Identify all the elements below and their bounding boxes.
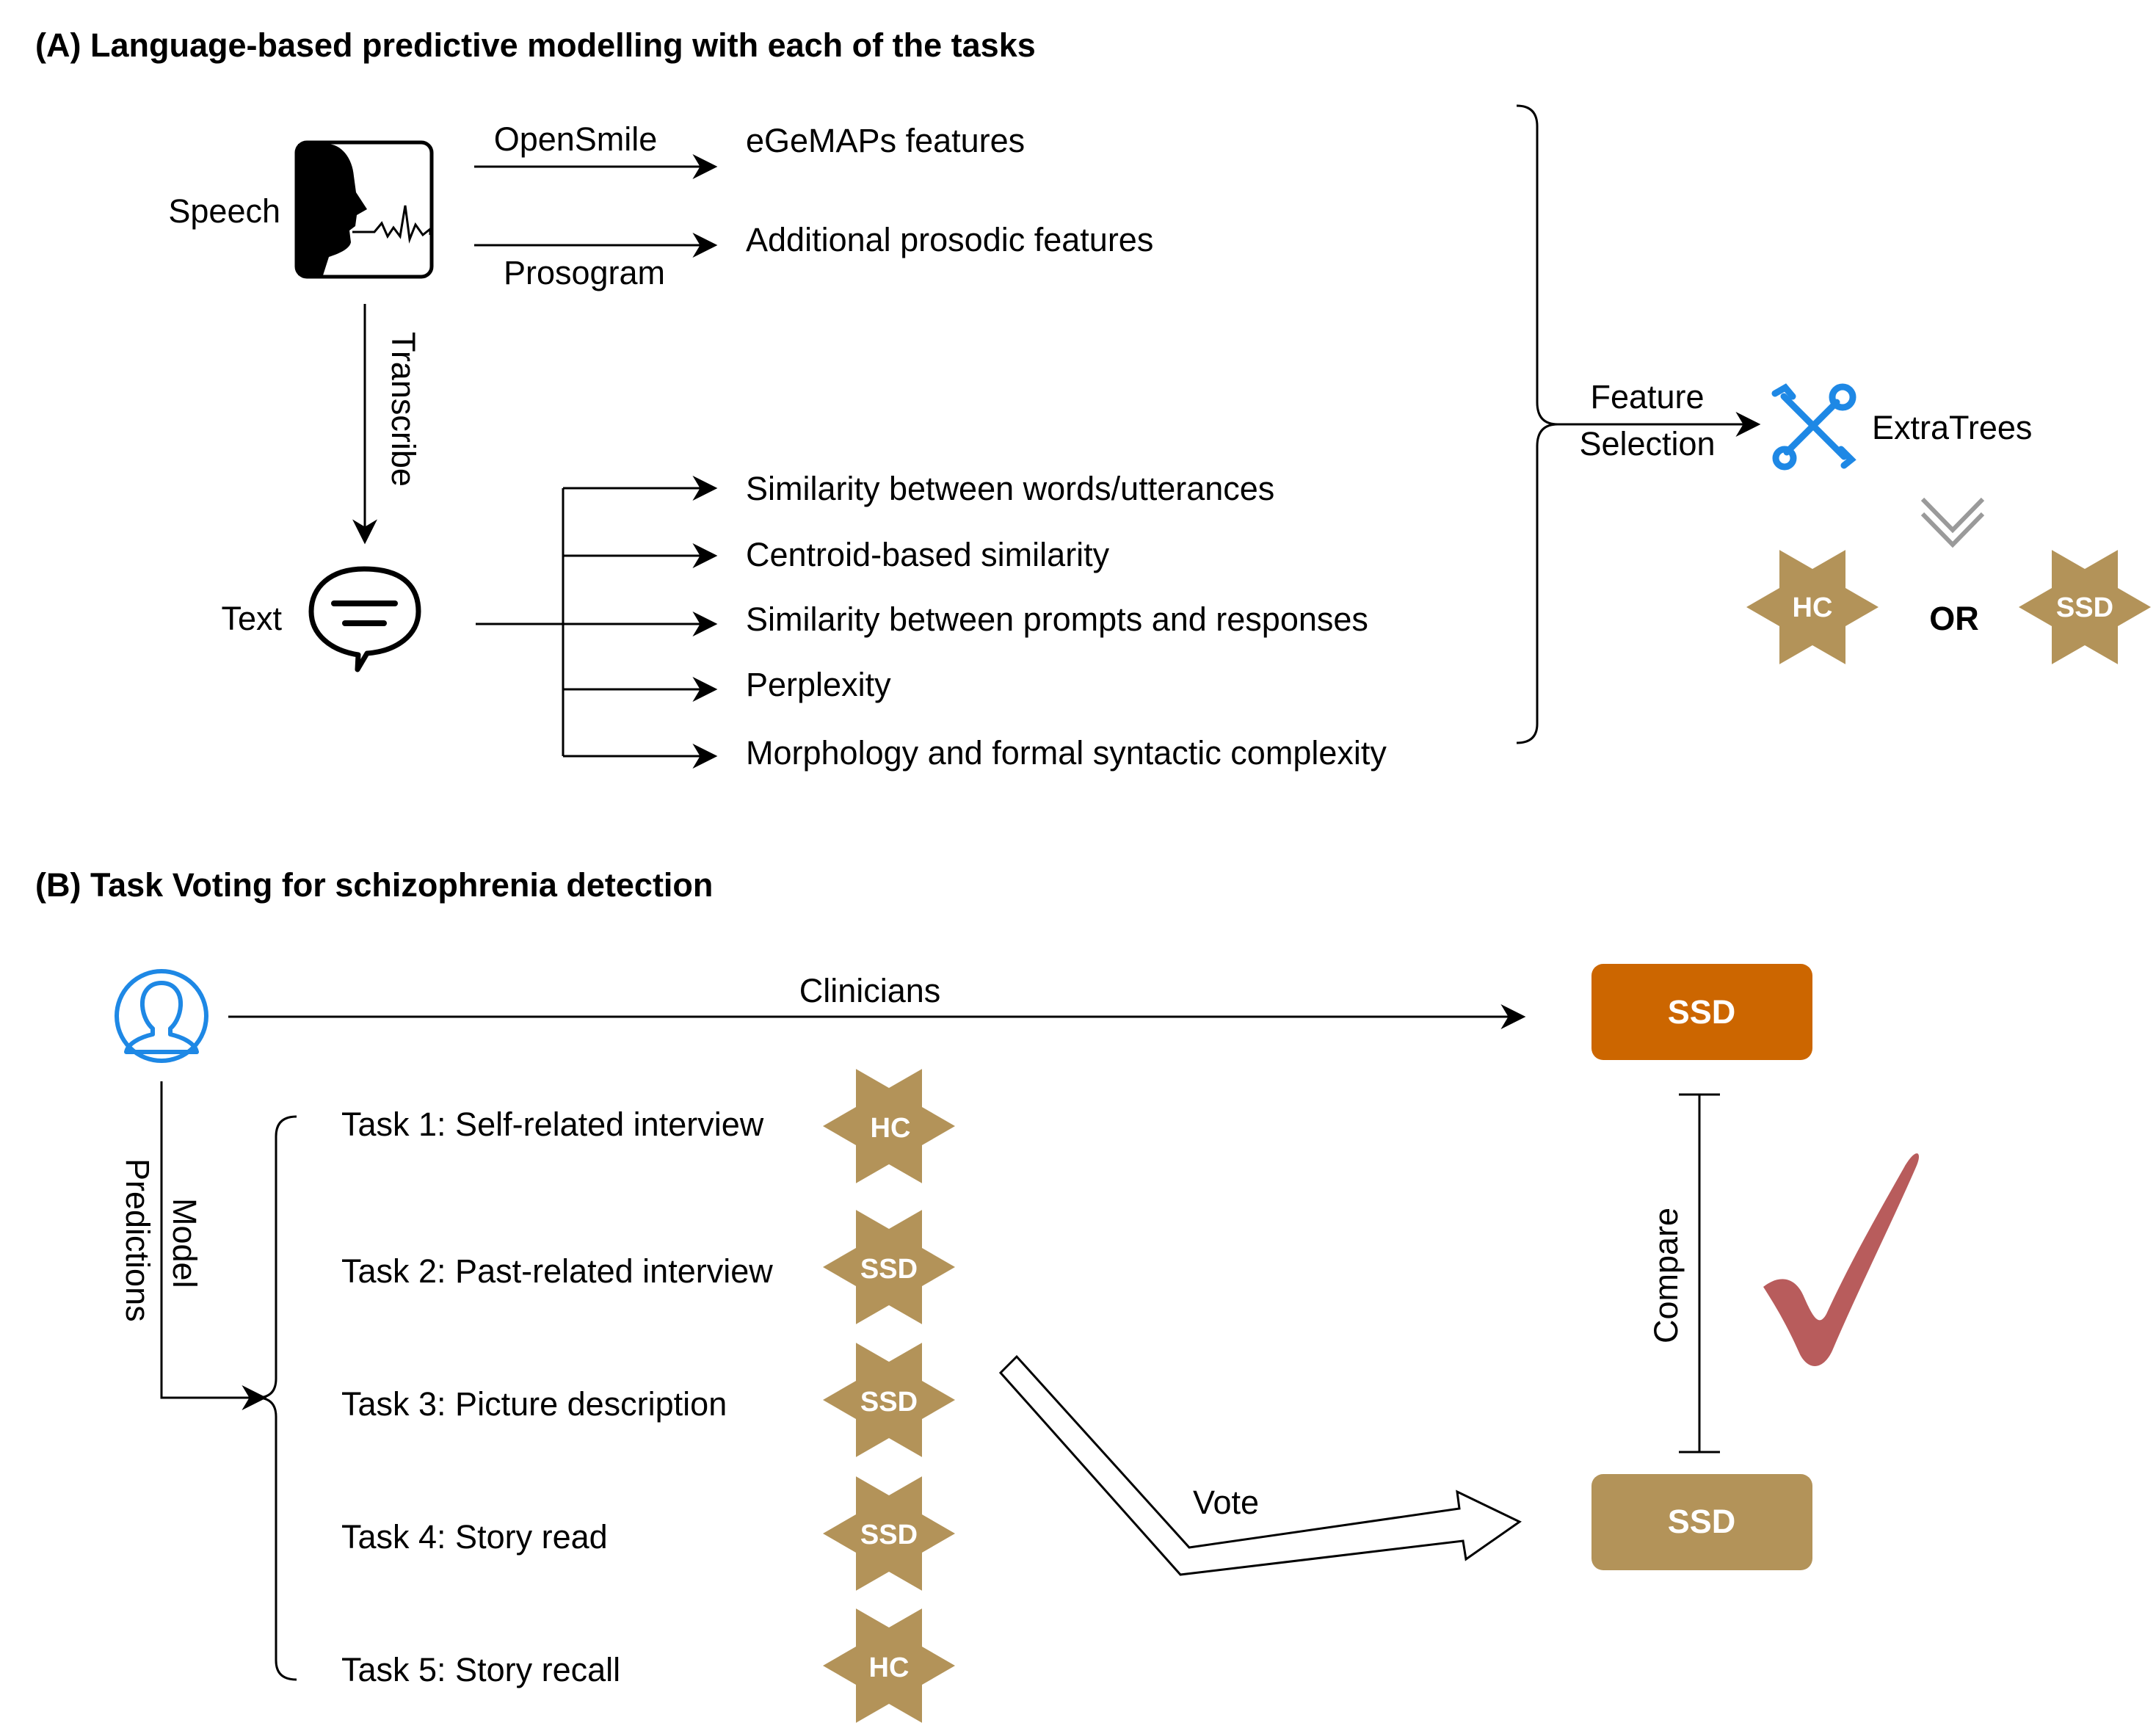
vote-result-box: SSD	[1591, 1474, 1812, 1570]
tools-icon	[1771, 383, 1856, 471]
compare-bracket	[1679, 1093, 1720, 1454]
feature-selection-line2: Selection	[1579, 425, 1715, 462]
feature-prosodic: Additional prosodic features	[746, 221, 1153, 258]
feature-brace	[1516, 104, 1558, 744]
clinician-result-box: SSD	[1591, 964, 1812, 1060]
outcome-hc-text: HC	[1793, 592, 1833, 623]
model-predictions-line1: Model	[166, 1198, 203, 1288]
task-1-prediction-star: HC	[823, 1069, 955, 1183]
task-1-label: Task 1: Self-related interview	[341, 1106, 764, 1143]
clinician-result-text: SSD	[1668, 993, 1736, 1031]
outcome-ssd-text: SSD	[2056, 592, 2113, 623]
opensmile-label: OpenSmile	[494, 120, 658, 158]
section-b-title: (B) Task Voting for schizophrenia detect…	[35, 866, 713, 904]
feature-egemaps: eGeMAPs features	[746, 122, 1025, 159]
task-5-prediction-star: HC	[823, 1608, 955, 1723]
outcome-or-text: OR	[1929, 600, 1979, 637]
check-icon	[1763, 1153, 1920, 1366]
transcribe-label: Transcribe	[385, 332, 422, 487]
task-2-label: Task 2: Past-related interview	[341, 1252, 773, 1290]
feature-perplexity: Perplexity	[746, 666, 891, 703]
outcome-hc-star: HC	[1746, 550, 1879, 664]
vote-label: Vote	[1193, 1484, 1259, 1521]
feature-similarity-words: Similarity between words/utterances	[746, 470, 1274, 507]
person-icon	[115, 969, 208, 1063]
feature-selection-line1: Feature	[1590, 378, 1704, 415]
task-4-prediction-star: SSD	[823, 1476, 955, 1591]
task-1-prediction: HC	[871, 1113, 911, 1144]
vote-arrow	[998, 1354, 1522, 1576]
prosogram-label: Prosogram	[504, 254, 665, 291]
task-3-label: Task 3: Picture description	[341, 1385, 727, 1423]
task-4-prediction: SSD	[860, 1520, 918, 1550]
speech-icon	[294, 140, 434, 279]
task-3-prediction: SSD	[860, 1387, 918, 1418]
compare-label: Compare	[1647, 1208, 1685, 1343]
chevron-down-icon	[1920, 497, 1985, 548]
outcome-ssd-star: SSD	[2019, 550, 2151, 664]
speech-bubble-icon	[308, 566, 421, 672]
text-label: Text	[221, 600, 282, 637]
clinicians-label: Clinicians	[799, 972, 941, 1009]
model-predictions-arrow	[160, 1081, 267, 1410]
section-a-title: (A) Language-based predictive modelling …	[35, 26, 1036, 64]
task-4-label: Task 4: Story read	[341, 1518, 608, 1556]
task-2-prediction-star: SSD	[823, 1210, 955, 1324]
vote-result-text: SSD	[1668, 1503, 1736, 1540]
task-2-prediction: SSD	[860, 1254, 918, 1285]
model-label: ExtraTrees	[1872, 409, 2032, 446]
task-5-prediction: HC	[869, 1652, 910, 1683]
task-5-label: Task 5: Story recall	[341, 1651, 620, 1688]
model-predictions-line2: Predictions	[119, 1158, 156, 1322]
task-brace	[256, 1115, 297, 1681]
task-3-prediction-star: SSD	[823, 1343, 955, 1457]
feature-prompts-responses: Similarity between prompts and responses	[746, 600, 1368, 638]
feature-morphology: Morphology and formal syntactic complexi…	[746, 734, 1387, 772]
feature-centroid: Centroid-based similarity	[746, 536, 1110, 573]
speech-label: Speech	[168, 192, 280, 230]
text-feature-tree	[476, 476, 718, 769]
